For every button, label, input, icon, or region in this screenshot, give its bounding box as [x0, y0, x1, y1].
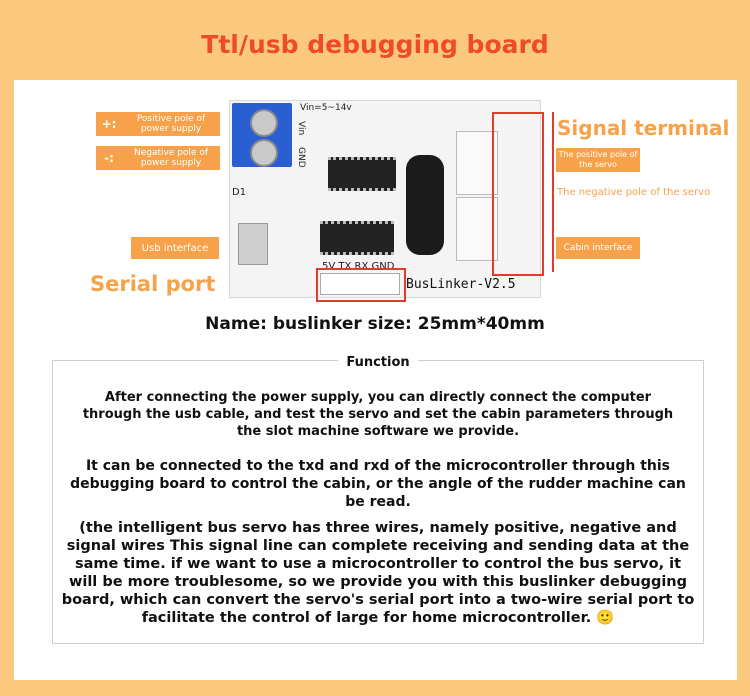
chip-1 [328, 157, 396, 191]
cabin-interface-label: Cabin interface [556, 237, 640, 259]
vin-range-label: Vin=5~14v [300, 103, 352, 113]
servo-positive-label: The positive pole of the servo [556, 148, 640, 172]
function-paragraph-3: (the intelligent bus servo has three wir… [61, 520, 695, 626]
pin-header [320, 273, 400, 295]
function-box: Function After connecting the power supp… [52, 355, 704, 644]
function-paragraph-2: It can be connected to the txd and rxd o… [70, 458, 686, 510]
usb-port [238, 223, 268, 265]
signal-bracket [552, 112, 554, 272]
function-heading: Function [338, 355, 418, 370]
highlight-serial [316, 268, 406, 302]
model-label: BusLinker-V2.5 [406, 277, 516, 292]
cabin-interface-text: Cabin interface [563, 243, 633, 253]
usb-interface-text: Usb interface [141, 242, 209, 254]
board-image: Vin=5~14v Vin GND D1 5V TX RX GND BusLin… [229, 100, 541, 298]
serial-port-label: Serial port [90, 272, 216, 296]
negative-pole-label: -: Negative pole of power supply [96, 146, 220, 170]
signal-terminal-label: Signal terminal [557, 116, 730, 140]
function-heading-wrap: Function [53, 351, 703, 370]
page-title: Ttl/usb debugging board [201, 30, 549, 59]
d1-label: D1 [232, 187, 247, 198]
highlight-signal [492, 112, 544, 276]
usb-interface-label: Usb interface [131, 237, 219, 259]
negative-pole-text: Negative pole of power supply [133, 148, 209, 168]
screw-icon [250, 109, 278, 137]
servo-positive-text: The positive pole of the servo [558, 150, 638, 169]
servo-negative-label: The negative pole of the servo [557, 187, 711, 198]
minus-symbol: -: [104, 151, 114, 165]
plus-symbol: +: [101, 117, 117, 131]
positive-pole-label: +: Positive pole of power supply [96, 112, 220, 136]
positive-pole-text: Positive pole of power supply [136, 114, 206, 134]
vin-label: Vin [296, 121, 306, 136]
pin-labels: 5V TX RX GND [322, 261, 395, 272]
servo-connector-2 [456, 197, 498, 261]
gnd-label: GND [296, 147, 306, 168]
product-name-size: Name: buslinker size: 25mm*40mm [205, 314, 545, 334]
servo-connector-1 [456, 131, 498, 195]
capacitor [406, 155, 444, 255]
power-terminal [232, 103, 292, 167]
chip-2 [320, 221, 394, 255]
screw-icon [250, 139, 278, 167]
function-paragraph-1: After connecting the power supply, you c… [82, 390, 674, 439]
